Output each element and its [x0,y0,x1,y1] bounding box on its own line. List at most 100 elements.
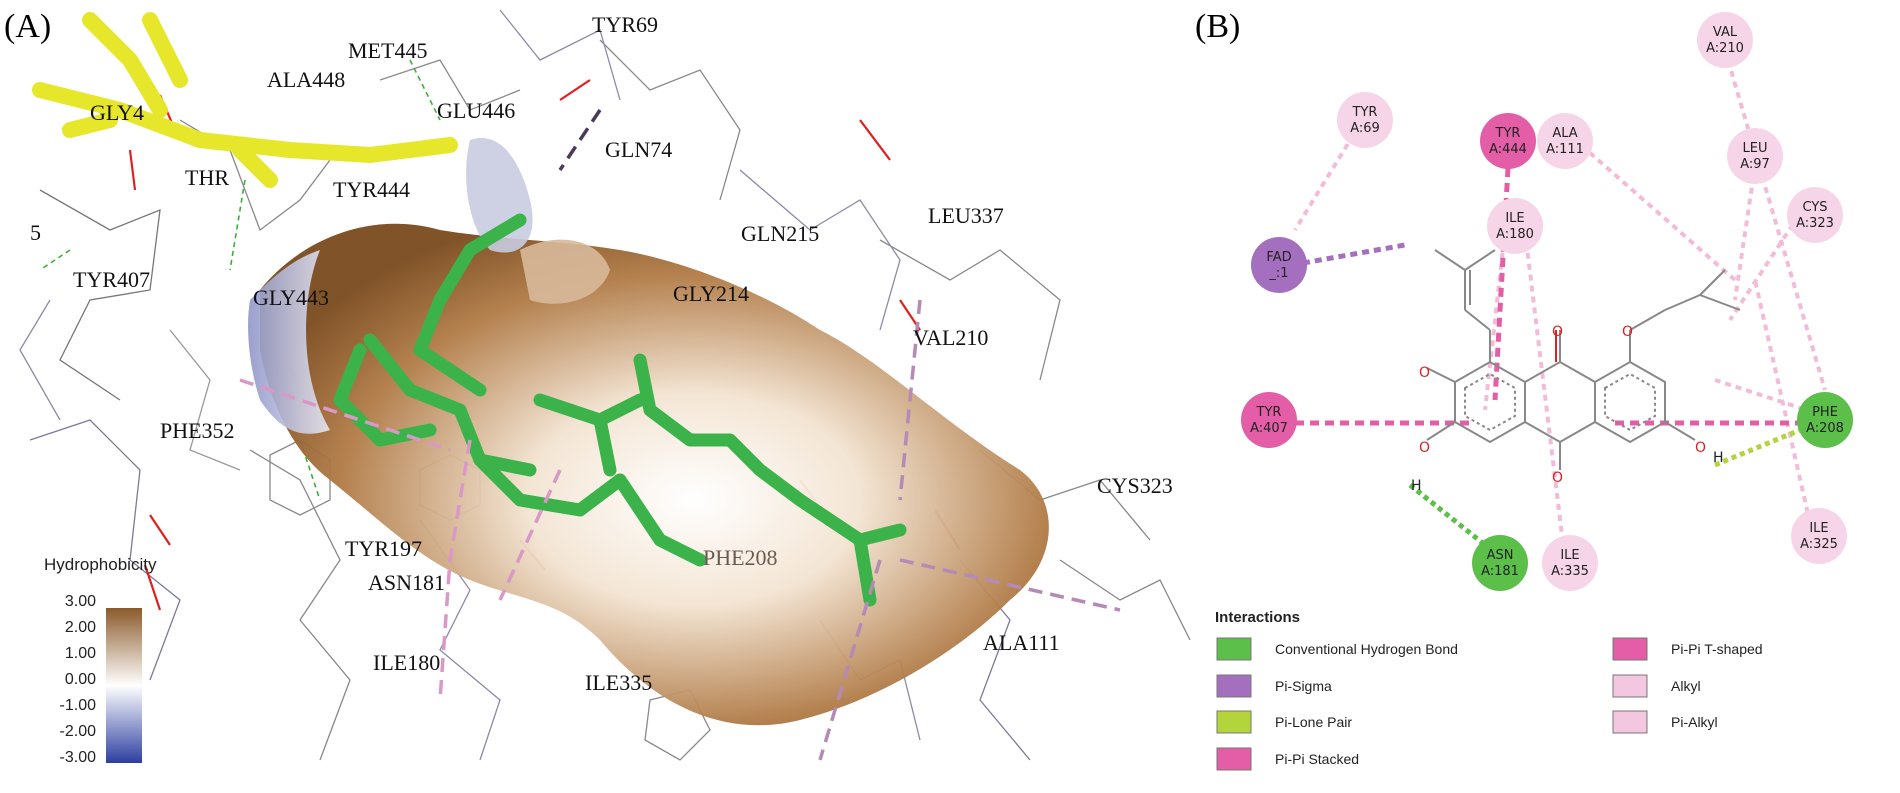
residue-label: ALA448 [267,67,345,92]
residue-label: THR [185,165,229,190]
legend-item: Alkyl [1612,674,1701,698]
residue-name: ALA [1552,126,1577,141]
residue-node: VAL A:210 [1697,12,1753,68]
hydrophobicity-tick: 3.00 [65,593,96,610]
oxygen-atom-label: O [1419,440,1430,456]
residue-name: CYS [1802,200,1827,215]
residue-label: TYR197 [345,536,422,561]
residue-label: ILE335 [585,670,652,695]
residue-chain: A:444 [1489,142,1527,157]
residue-chain: A:111 [1546,142,1584,157]
residue-label: GLU446 [437,98,515,123]
legend-item: Pi-Sigma [1216,674,1332,698]
residue-labels-3d: TYR69 MET445 ALA448 GLU446 GLN74 GLY4 TH… [30,12,1173,695]
panel-a-label: (A) [4,8,52,45]
docked-ligand-green [333,213,907,607]
hydrophobicity-color-bar [106,608,142,763]
hydrogen-atom-label: H [1411,478,1422,494]
legend-title: Interactions [1215,609,1300,626]
residue-node: ILE A:335 [1542,535,1598,591]
residue-node: TYR A:69 [1337,92,1393,148]
hydrophobicity-legend: Hydrophobicity 3.00 2.00 1.00 0.00 -1.00… [44,555,157,766]
residue-label: PHE352 [160,418,235,443]
residue-label: ASN181 [368,570,445,595]
residue-name: TYR [1352,105,1378,120]
residue-chain: A:69 [1350,121,1380,136]
residue-chain: _:1 [1268,266,1288,281]
reference-ligand-yellow [32,12,458,188]
oxygen-atom-label: O [1695,440,1706,456]
hydrophobicity-tick: -1.00 [60,697,97,714]
legend-item: Pi-Alkyl [1612,710,1718,734]
pi-interaction-dashes [239,109,1121,761]
residue-label: MET445 [348,38,427,63]
legend-label: Alkyl [1671,678,1701,694]
residue-label: TYR69 [592,12,658,37]
legend-label: Pi-Pi T-shaped [1671,641,1763,657]
hydrophobicity-tick: 2.00 [65,619,96,636]
residue-node: TYR A:407 [1241,392,1297,448]
residue-label: 5 [30,220,41,245]
residue-name: ASN [1487,548,1514,563]
residue-node: ASN A:181 [1472,535,1528,591]
residue-label: GLN215 [741,221,819,246]
residue-chain: A:180 [1496,227,1534,242]
residue-label: GLY4 [90,100,144,125]
atom-labels: O O O O O O H H [1411,324,1724,494]
legend-item: Pi-Lone Pair [1216,710,1352,734]
residue-label: GLY443 [253,285,329,310]
docking-3d-scene: TYR69 MET445 ALA448 GLU446 GLN74 GLY4 TH… [19,9,1191,766]
panel-b-label: (B) [1195,8,1241,45]
residue-node: PHE A:208 [1797,392,1853,448]
residue-node: ALA A:111 [1537,113,1593,169]
residue-label: TYR407 [73,267,150,292]
residue-name: TYR [1495,126,1521,141]
residue-name: TYR [1256,405,1282,420]
panel-a-3d-view: TYR69 MET445 ALA448 GLU446 GLN74 GLY4 TH… [4,8,1191,766]
legend-item: Pi-Pi Stacked [1216,747,1359,771]
residue-name: VAL [1713,25,1738,40]
legend-label: Pi-Pi Stacked [1275,751,1359,767]
residue-name: ILE [1809,521,1828,536]
oxygen-atom-label: O [1552,324,1563,340]
oxygen-atom-label: O [1419,365,1430,381]
interaction-diagram-2d: O O O O O O H H VAL A:210 TYR A:69 TYR [1215,12,1853,771]
residue-chain: A:208 [1806,421,1844,436]
residue-nodes: VAL A:210 TYR A:69 TYR A:444 ALA A:111 L… [1241,12,1853,591]
residue-node: ILE A:180 [1487,198,1543,254]
ligand-2d-structure [1426,249,1741,470]
residue-name: LEU [1743,141,1768,156]
residue-node: LEU A:97 [1727,128,1783,184]
residue-name: ILE [1560,548,1579,563]
hydrophobicity-tick: -3.00 [60,749,97,766]
residue-name: PHE [1812,405,1838,420]
interactions-legend: Interactions Conventional Hydrogen Bond … [1215,609,1763,771]
residue-label: CYS323 [1097,473,1173,498]
residue-label: ILE180 [373,650,440,675]
oxygen-atom-label: O [1622,324,1633,340]
panel-b-2d-diagram: O O O O O O H H VAL A:210 TYR A:69 TYR [1195,0,1900,788]
residue-node: CYS A:323 [1787,187,1843,243]
hydrophobicity-title: Hydrophobicity [44,555,157,574]
residue-chain: A:407 [1250,421,1288,436]
hydrogen-atom-label: H [1713,450,1724,466]
residue-name: FAD [1266,250,1291,265]
oxygen-atom-label: O [1552,470,1563,486]
hydrophobicity-tick: 0.00 [65,671,96,688]
legend-label: Pi-Alkyl [1671,714,1718,730]
hydrophobicity-tick: 1.00 [65,645,96,662]
residue-chain: A:181 [1481,564,1519,579]
residue-chain: A:335 [1551,564,1589,579]
residue-chain: A:210 [1706,41,1744,56]
residue-label: GLY214 [673,281,749,306]
residue-chain: A:97 [1740,157,1770,172]
legend-label: Pi-Sigma [1275,678,1332,694]
residue-label: PHE208 [703,545,778,570]
residue-node: TYR A:444 [1480,113,1536,169]
residue-label: TYR444 [333,177,410,202]
residue-label: GLN74 [605,137,672,162]
legend-item: Pi-Pi T-shaped [1612,637,1763,661]
hydrophobicity-tick: -2.00 [60,723,97,740]
residue-label: LEU337 [928,203,1004,228]
legend-item: Conventional Hydrogen Bond [1216,637,1458,661]
